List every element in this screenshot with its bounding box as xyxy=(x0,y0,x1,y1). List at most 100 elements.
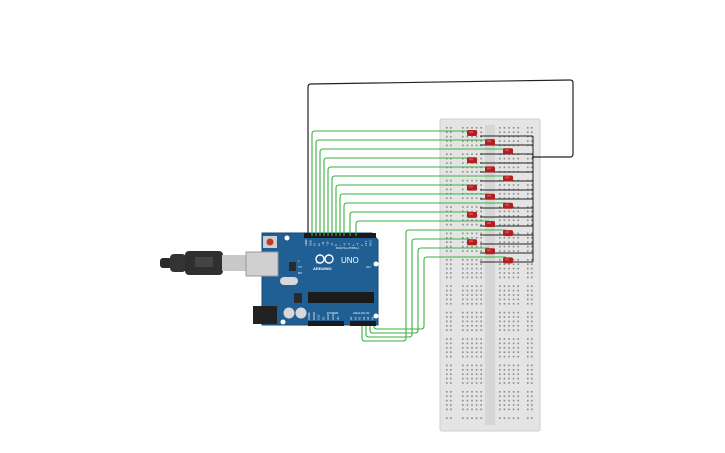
rail-hole[interactable] xyxy=(450,377,452,380)
terminal-hole[interactable] xyxy=(471,347,473,349)
rail-hole[interactable] xyxy=(446,364,448,367)
terminal-hole[interactable] xyxy=(480,303,482,305)
usb-b-port[interactable] xyxy=(245,251,279,277)
led[interactable] xyxy=(485,248,495,255)
terminal-hole[interactable] xyxy=(475,417,478,419)
rail-hole[interactable] xyxy=(527,303,529,305)
terminal-hole[interactable] xyxy=(517,325,519,327)
led[interactable] xyxy=(503,175,513,182)
terminal-hole[interactable] xyxy=(462,369,464,371)
rail-hole[interactable] xyxy=(450,325,452,327)
terminal-hole[interactable] xyxy=(480,294,482,296)
terminal-hole[interactable] xyxy=(499,338,501,340)
rail-hole[interactable] xyxy=(450,135,452,138)
terminal-hole[interactable] xyxy=(512,272,515,274)
rail-hole[interactable] xyxy=(450,355,452,358)
terminal-hole[interactable] xyxy=(512,166,515,169)
rail-hole[interactable] xyxy=(450,232,452,235)
terminal-hole[interactable] xyxy=(517,329,519,331)
rail-hole[interactable] xyxy=(450,210,452,213)
terminal-hole[interactable] xyxy=(503,316,506,318)
terminal-hole[interactable] xyxy=(475,232,478,235)
terminal-hole[interactable] xyxy=(508,338,510,340)
terminal-hole[interactable] xyxy=(475,369,478,371)
terminal-hole[interactable] xyxy=(499,219,501,221)
terminal-hole[interactable] xyxy=(503,382,506,384)
terminal-hole[interactable] xyxy=(466,373,469,375)
terminal-hole[interactable] xyxy=(466,276,469,279)
terminal-hole[interactable] xyxy=(499,245,501,248)
terminal-hole[interactable] xyxy=(480,347,482,349)
rail-hole[interactable] xyxy=(446,373,448,375)
terminal-hole[interactable] xyxy=(480,210,482,213)
rail-hole[interactable] xyxy=(446,303,448,305)
rail-hole[interactable] xyxy=(450,206,452,208)
rail-hole[interactable] xyxy=(527,215,529,217)
terminal-hole[interactable] xyxy=(499,364,501,367)
terminal-hole[interactable] xyxy=(503,245,506,248)
rail-hole[interactable] xyxy=(446,237,448,239)
rail-hole[interactable] xyxy=(531,355,533,358)
terminal-hole[interactable] xyxy=(475,206,478,208)
terminal-hole[interactable] xyxy=(471,329,473,331)
terminal-hole[interactable] xyxy=(503,364,506,367)
terminal-hole[interactable] xyxy=(512,382,515,384)
terminal-hole[interactable] xyxy=(517,215,519,217)
terminal-hole[interactable] xyxy=(499,294,501,296)
rail-hole[interactable] xyxy=(531,408,533,411)
arduino-uno-board[interactable]: ∞ ARDUINO UNO DIGITAL (PWM~) POWER ANALO… xyxy=(245,232,379,326)
terminal-hole[interactable] xyxy=(471,237,473,239)
terminal-hole[interactable] xyxy=(517,272,519,274)
terminal-hole[interactable] xyxy=(462,325,464,327)
terminal-hole[interactable] xyxy=(466,162,469,164)
terminal-hole[interactable] xyxy=(512,188,515,191)
terminal-hole[interactable] xyxy=(475,162,478,164)
terminal-hole[interactable] xyxy=(512,127,515,129)
rail-hole[interactable] xyxy=(527,289,529,292)
rail-hole[interactable] xyxy=(531,364,533,367)
terminal-hole[interactable] xyxy=(466,316,469,318)
terminal-hole[interactable] xyxy=(462,135,464,138)
terminal-hole[interactable] xyxy=(466,399,469,402)
rail-hole[interactable] xyxy=(531,210,533,213)
rail-hole[interactable] xyxy=(531,377,533,380)
terminal-hole[interactable] xyxy=(499,206,501,208)
rail-hole[interactable] xyxy=(450,188,452,191)
rail-hole[interactable] xyxy=(527,408,529,411)
rail-hole[interactable] xyxy=(531,285,533,287)
rail-hole[interactable] xyxy=(450,347,452,349)
terminal-hole[interactable] xyxy=(503,298,506,301)
rail-hole[interactable] xyxy=(531,276,533,279)
terminal-hole[interactable] xyxy=(517,197,519,199)
signal-wire[interactable] xyxy=(373,256,506,330)
terminal-hole[interactable] xyxy=(475,408,478,411)
terminal-hole[interactable] xyxy=(475,377,478,380)
signal-wire[interactable] xyxy=(365,238,470,338)
terminal-hole[interactable] xyxy=(471,294,473,296)
terminal-hole[interactable] xyxy=(512,294,515,296)
rail-hole[interactable] xyxy=(446,153,448,155)
terminal-hole[interactable] xyxy=(475,382,478,384)
terminal-hole[interactable] xyxy=(475,329,478,331)
terminal-hole[interactable] xyxy=(499,232,501,235)
terminal-hole[interactable] xyxy=(471,325,473,327)
led[interactable] xyxy=(503,202,513,209)
rail-hole[interactable] xyxy=(446,232,448,235)
terminal-hole[interactable] xyxy=(503,404,506,406)
terminal-hole[interactable] xyxy=(499,131,501,133)
rail-hole[interactable] xyxy=(527,184,529,186)
rail-hole[interactable] xyxy=(527,267,529,270)
rail-hole[interactable] xyxy=(531,188,533,191)
terminal-hole[interactable] xyxy=(503,338,506,340)
rail-hole[interactable] xyxy=(446,377,448,380)
leds[interactable] xyxy=(467,130,513,264)
terminal-hole[interactable] xyxy=(503,184,506,186)
terminal-hole[interactable] xyxy=(512,289,515,292)
rail-hole[interactable] xyxy=(450,144,452,147)
rail-hole[interactable] xyxy=(531,338,533,340)
terminal-hole[interactable] xyxy=(475,223,478,226)
terminal-hole[interactable] xyxy=(499,197,501,199)
rail-hole[interactable] xyxy=(446,351,448,353)
terminal-hole[interactable] xyxy=(480,241,482,243)
rail-hole[interactable] xyxy=(531,329,533,331)
